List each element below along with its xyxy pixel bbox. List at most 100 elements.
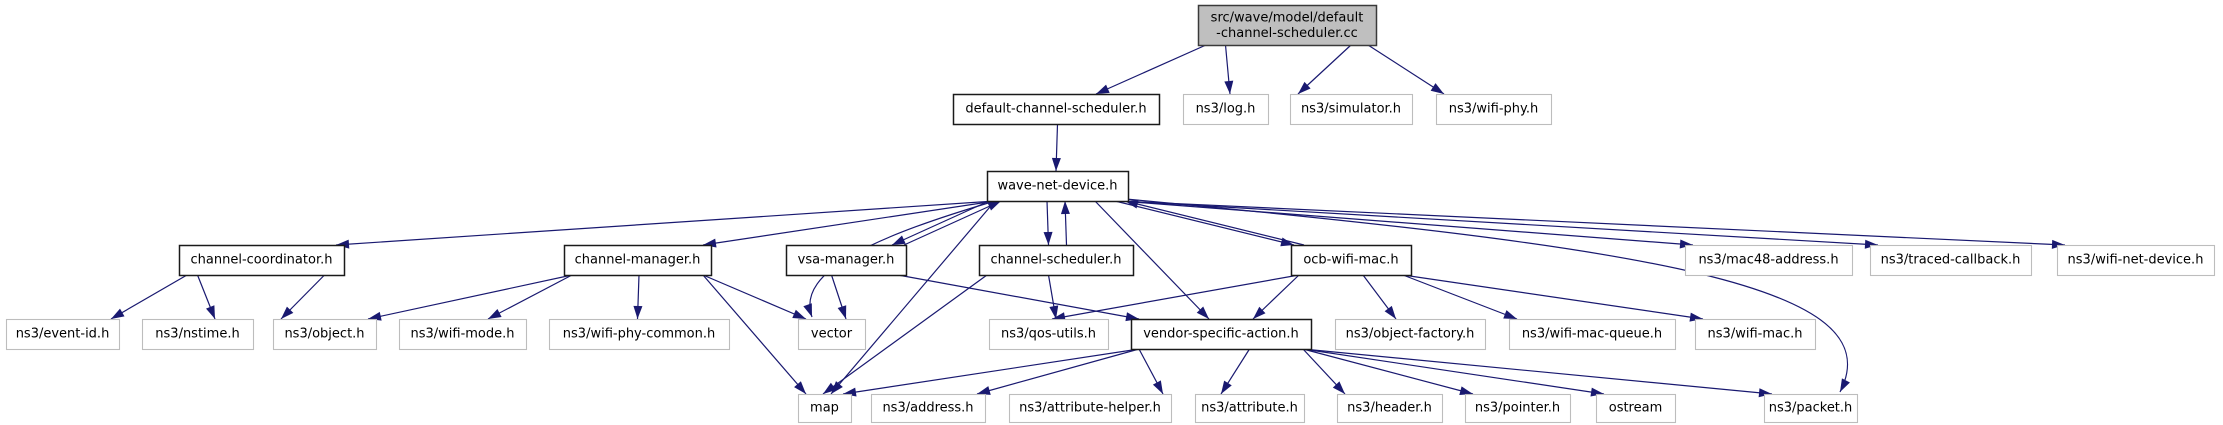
node-box[interactable] — [563, 244, 713, 277]
node-box[interactable] — [398, 318, 528, 351]
node-box[interactable] — [785, 244, 908, 277]
node-label: vendor-specific-action.h — [1143, 327, 1299, 342]
graph-node-pointer[interactable]: ns3/pointer.h — [1464, 393, 1572, 424]
graph-node-atthelper[interactable]: ns3/attribute-helper.h — [1008, 393, 1173, 424]
node-box[interactable] — [178, 244, 346, 277]
graph-node-dcs_h[interactable]: default-channel-scheduler.h — [952, 93, 1161, 126]
graph-node-vector[interactable]: vector — [797, 318, 867, 351]
arrowhead — [1864, 239, 1878, 249]
node-box[interactable] — [978, 244, 1135, 277]
arrowhead — [1384, 305, 1396, 319]
node-box[interactable] — [797, 393, 853, 424]
arrowhead — [2051, 239, 2065, 249]
node-label: ns3/nstime.h — [155, 327, 239, 342]
graph-node-phycommon[interactable]: ns3/wifi-phy-common.h — [548, 318, 731, 351]
node-box[interactable] — [1182, 93, 1270, 126]
edge-root-dcs_h — [1095, 44, 1207, 95]
node-box[interactable] — [1763, 393, 1859, 424]
edge-vendor-map — [842, 348, 1140, 395]
arrowhead — [1051, 157, 1061, 171]
arrowhead — [1503, 310, 1517, 319]
graph-node-header[interactable]: ns3/header.h — [1336, 393, 1444, 424]
graph-node-scheduler[interactable]: channel-scheduler.h — [978, 244, 1135, 277]
graph-node-vsa[interactable]: vsa-manager.h — [785, 244, 908, 277]
node-box[interactable] — [1290, 244, 1413, 277]
graph-node-eventid[interactable]: ns3/event-id.h — [5, 318, 121, 351]
graph-node-vendor[interactable]: vendor-specific-action.h — [1130, 318, 1313, 351]
arrowhead — [803, 303, 812, 317]
node-box[interactable] — [272, 318, 378, 351]
node-label: map — [810, 401, 839, 416]
node-label: vector — [811, 327, 853, 342]
graph-node-packet[interactable]: ns3/packet.h — [1763, 393, 1859, 424]
node-box[interactable] — [1694, 318, 1817, 351]
node-box[interactable] — [1130, 318, 1313, 351]
graph-node-log[interactable]: ns3/log.h — [1182, 93, 1270, 126]
arrowhead — [1280, 237, 1294, 247]
edge-scheduler-map — [822, 274, 988, 395]
node-box[interactable] — [988, 318, 1110, 351]
graph-node-ocb[interactable]: ocb-wifi-mac.h — [1290, 244, 1413, 277]
arrowhead — [1430, 83, 1444, 94]
graph-node-wave[interactable]: wave-net-device.h — [986, 170, 1130, 203]
node-label: channel-coordinator.h — [191, 253, 333, 268]
graph-node-map[interactable]: map — [797, 393, 853, 424]
graph-node-simulator[interactable]: ns3/simulator.h — [1289, 93, 1414, 126]
graph-node-qos[interactable]: ns3/qos-utils.h — [988, 318, 1110, 351]
edge-wave-manager — [702, 200, 996, 246]
graph-node-manager[interactable]: channel-manager.h — [563, 244, 713, 277]
node-box[interactable] — [986, 170, 1130, 203]
node-label: ns3/object.h — [284, 327, 364, 342]
graph-node-objfactory[interactable]: ns3/object-factory.h — [1334, 318, 1487, 351]
graph-node-root: src/wave/model/default-channel-scheduler… — [1197, 4, 1378, 47]
graph-node-mac48[interactable]: ns3/mac48-address.h — [1684, 244, 1854, 277]
edge-root-wifiphy — [1367, 44, 1445, 95]
graph-node-ostream[interactable]: ostream — [1595, 393, 1677, 424]
graph-node-macqueue[interactable]: ns3/wifi-mac-queue.h — [1508, 318, 1677, 351]
node-box[interactable] — [1508, 318, 1677, 351]
arrowhead — [488, 308, 502, 319]
arrowhead — [1043, 231, 1053, 245]
node-box[interactable] — [1869, 244, 2033, 277]
node-box[interactable] — [797, 318, 867, 351]
node-box[interactable] — [1194, 393, 1306, 424]
node-box[interactable] — [5, 318, 121, 351]
graph-node-nstime[interactable]: ns3/nstime.h — [141, 318, 255, 351]
graph-node-tcb[interactable]: ns3/traced-callback.h — [1869, 244, 2033, 277]
node-box[interactable] — [1336, 393, 1444, 424]
graph-node-wnd[interactable]: ns3/wifi-net-device.h — [2056, 244, 2216, 277]
node-box[interactable] — [1435, 93, 1553, 126]
edge-coord-eventid — [110, 274, 188, 320]
node-box[interactable] — [141, 318, 255, 351]
node-box[interactable] — [1684, 244, 1854, 277]
node-box[interactable] — [1464, 393, 1572, 424]
graph-node-wifiphy[interactable]: ns3/wifi-phy.h — [1435, 93, 1553, 126]
edge-vsa-wave — [903, 200, 1002, 246]
node-label: ns3/address.h — [882, 401, 973, 416]
node-box[interactable] — [2056, 244, 2216, 277]
arrowhead — [633, 305, 643, 319]
arrowhead — [1679, 239, 1693, 249]
node-box[interactable] — [1289, 93, 1414, 126]
arrowhead — [1196, 306, 1209, 319]
edge-vendor-address — [976, 348, 1140, 395]
graph-node-coord[interactable]: channel-coordinator.h — [178, 244, 346, 277]
graph-node-attribute[interactable]: ns3/attribute.h — [1194, 393, 1306, 424]
node-box[interactable] — [548, 318, 731, 351]
arrowhead — [1060, 201, 1070, 215]
graph-node-wifimode[interactable]: ns3/wifi-mode.h — [398, 318, 528, 351]
arrowhead — [1758, 388, 1772, 398]
graph-node-object[interactable]: ns3/object.h — [272, 318, 378, 351]
node-box[interactable] — [1595, 393, 1677, 424]
node-box[interactable] — [952, 93, 1161, 126]
edge-wave-tcb — [1119, 200, 1879, 246]
arrowhead — [1049, 305, 1059, 319]
node-box[interactable] — [870, 393, 987, 424]
graph-node-address[interactable]: ns3/address.h — [870, 393, 987, 424]
graph-node-wifimac[interactable]: ns3/wifi-mac.h — [1694, 318, 1817, 351]
node-box[interactable] — [1008, 393, 1173, 424]
arrowhead — [1152, 380, 1163, 394]
edge-wave-vendor — [1094, 200, 1210, 320]
node-box[interactable] — [1334, 318, 1487, 351]
